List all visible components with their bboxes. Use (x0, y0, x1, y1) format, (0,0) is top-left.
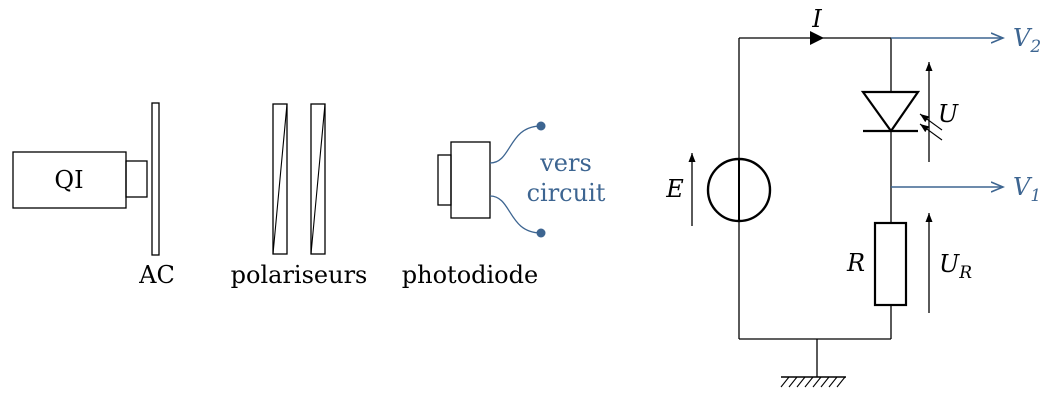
lamp-qi: QI (12, 151, 148, 209)
filter-ac: AC (138, 102, 175, 289)
terminal-dot-top (536, 121, 546, 131)
photodiode: photodiode (402, 141, 538, 289)
optical-setup: QI AC polariseurs photodiode (12, 102, 606, 289)
wire-label-line2: circuit (527, 179, 606, 207)
output-v2-label: V2 (1013, 24, 1041, 57)
diode-voltage-label: U (938, 100, 959, 128)
resistor-label: R (846, 249, 865, 277)
output-v1: V1 (891, 173, 1041, 206)
source-label: E (665, 175, 684, 203)
resistor: R UR (846, 213, 972, 313)
filter-label: AC (138, 261, 175, 289)
output-v2: V2 (891, 24, 1041, 57)
resistor-voltage-label: UR (939, 250, 972, 283)
terminal-dot-bottom (536, 228, 546, 238)
polarizers-label: polariseurs (231, 261, 368, 289)
current-indicator: I (810, 5, 824, 45)
output-v1-label: V1 (1013, 173, 1041, 206)
circuit-wires (738, 37, 892, 377)
wire-label-line1: vers (539, 149, 592, 177)
photodiode-symbol: U (860, 62, 959, 162)
polarizer-1 (272, 103, 288, 255)
electric-circuit: I E U R UR V2 (665, 5, 1041, 388)
current-label: I (811, 5, 822, 33)
polarizer-2 (310, 103, 326, 255)
photodiode-label: photodiode (402, 261, 538, 289)
voltage-source: E (665, 153, 772, 226)
ground-symbol (780, 376, 846, 388)
lamp-label: QI (54, 166, 83, 194)
photodiode-wires: vers circuit (489, 121, 606, 238)
polarizers: polariseurs (231, 103, 368, 289)
